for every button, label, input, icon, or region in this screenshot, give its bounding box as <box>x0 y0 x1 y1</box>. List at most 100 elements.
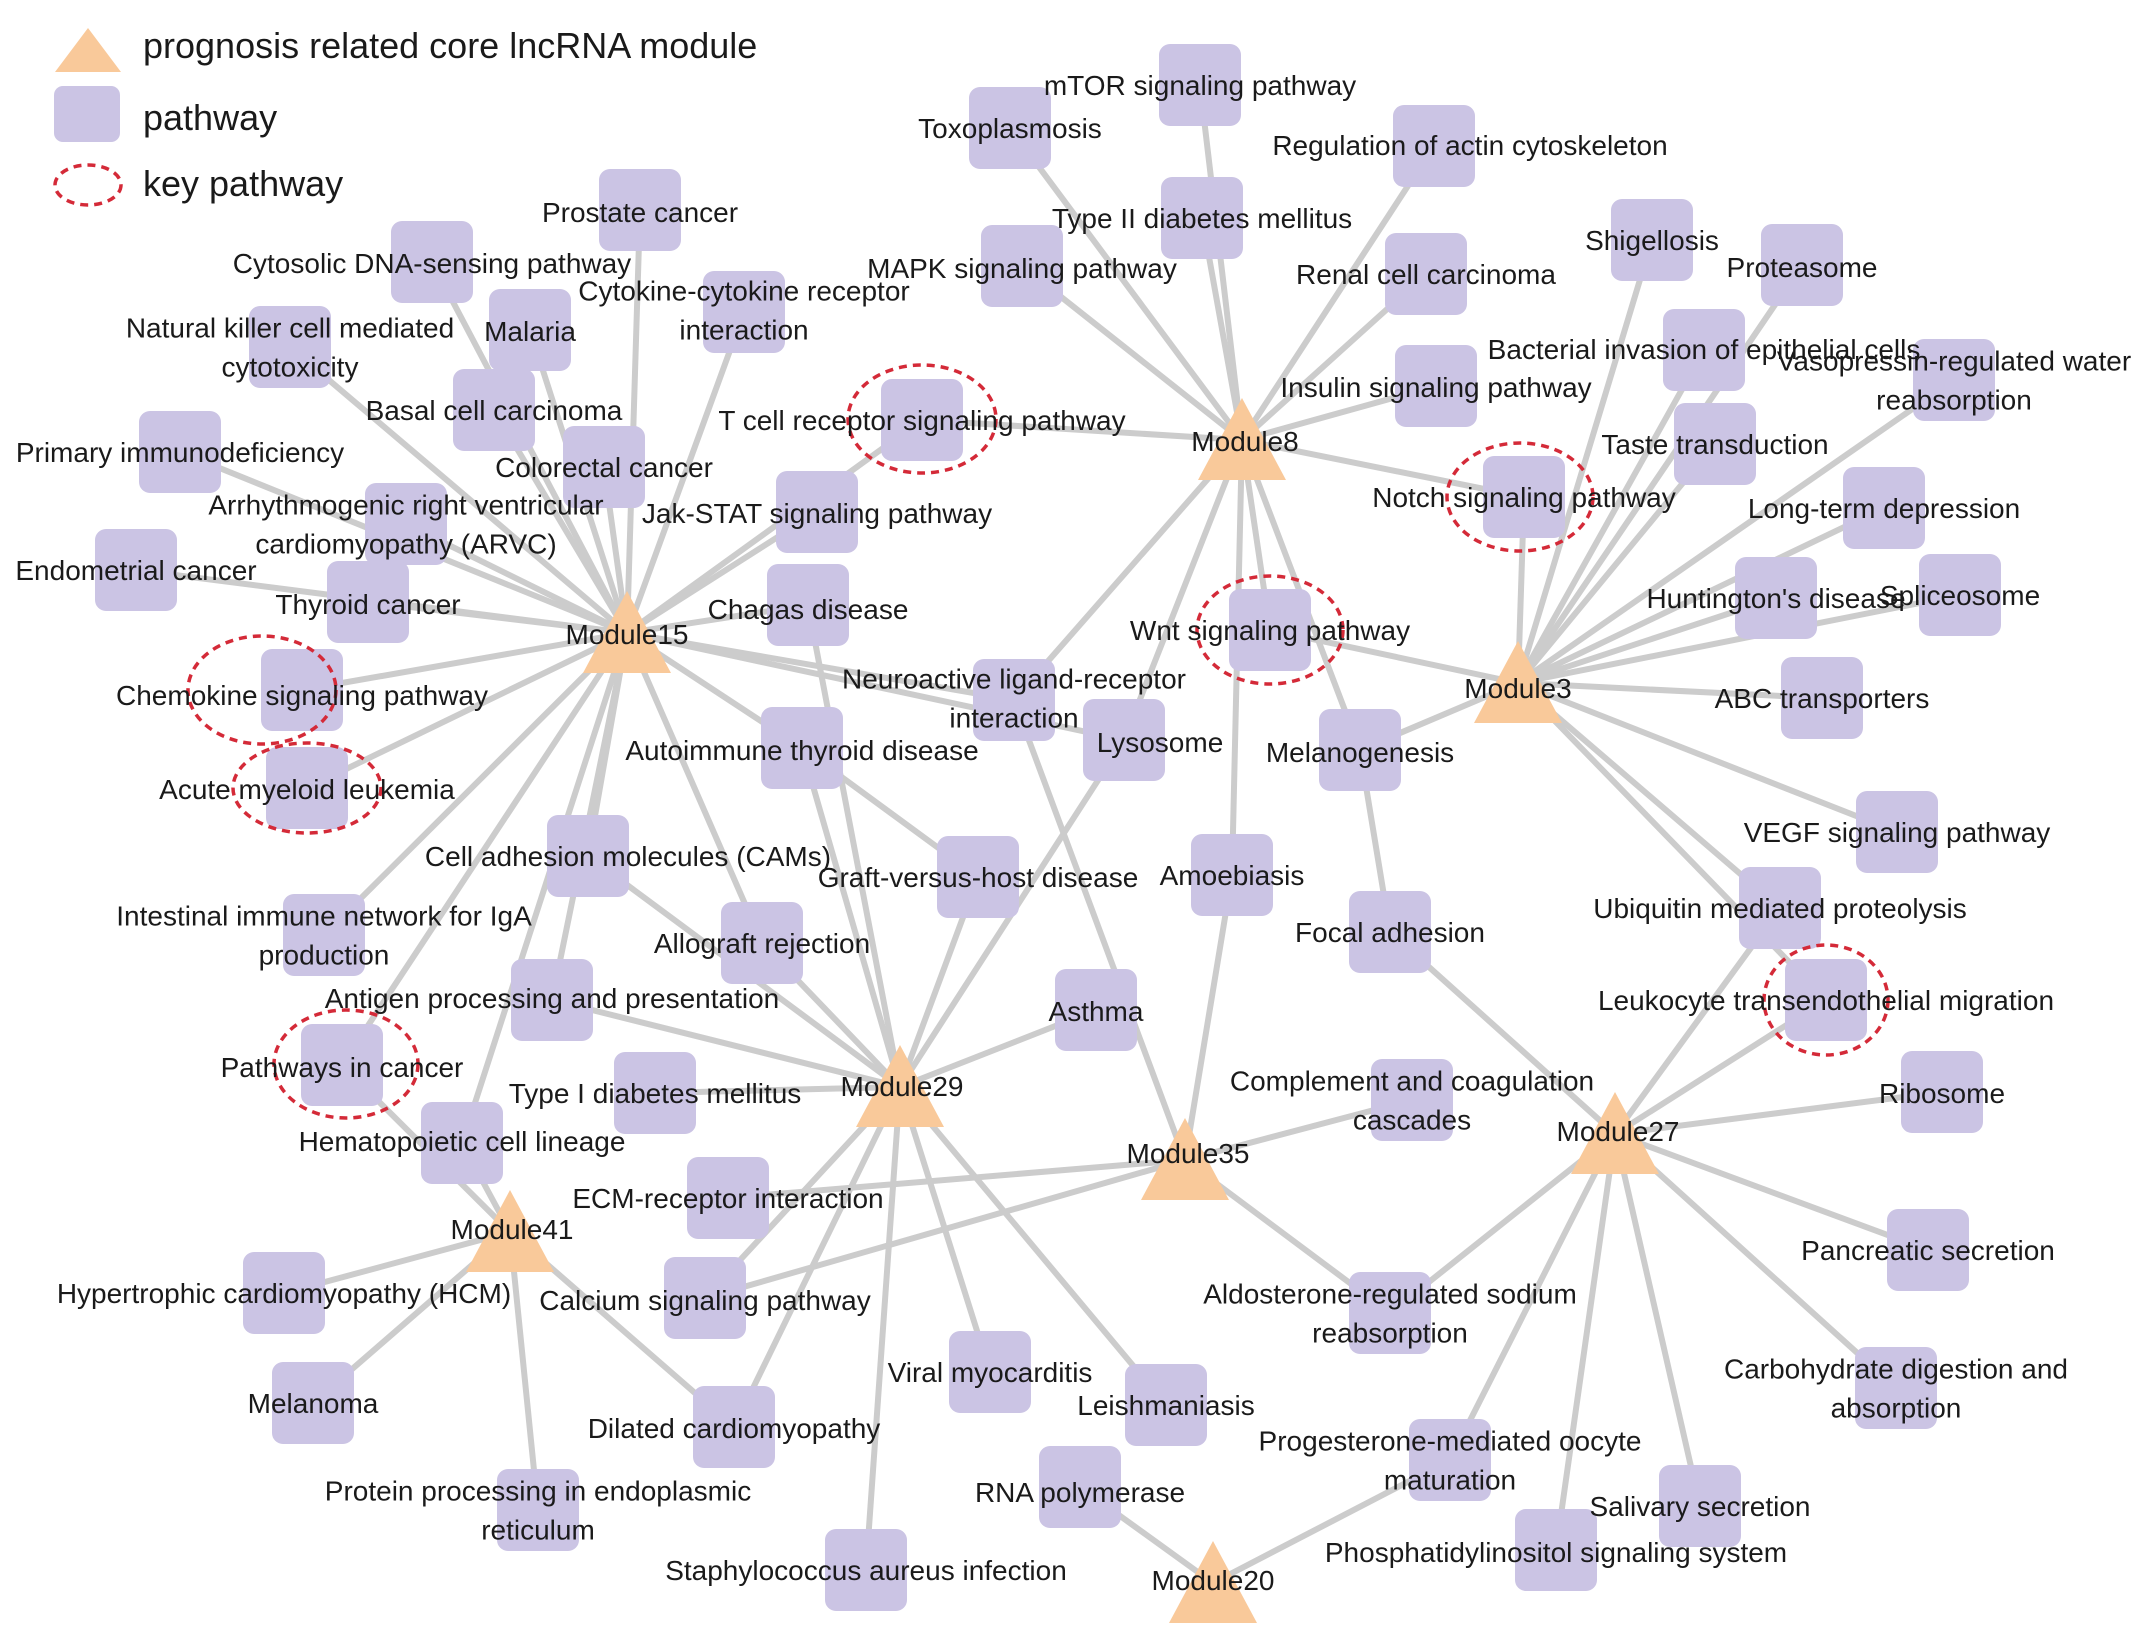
pathway-label-p26: Lysosome <box>1097 727 1224 758</box>
key-pathway-ring-p23 <box>231 741 383 835</box>
pathway-label-p51: Pathways in cancer <box>221 1052 464 1083</box>
pathway-node-p56 <box>243 1252 325 1334</box>
pathway-node-p69 <box>825 1529 907 1611</box>
edge-M3-p35 <box>1515 505 1887 686</box>
labels-layer: mTOR signaling pathwayToxoplasmosisRegul… <box>15 70 2131 1596</box>
pathway-node-p65 <box>1409 1419 1491 1501</box>
pathway-node-p14 <box>881 379 963 461</box>
pathway-label-p10-line1: Cytokine-cytokine receptor <box>578 276 909 307</box>
pathway-label-p54: Hematopoietic cell lineage <box>299 1126 626 1157</box>
edge-M29-p69 <box>863 1084 903 1573</box>
edge-M3-p31 <box>1515 262 1805 686</box>
module-node-M8 <box>1198 398 1286 480</box>
legend-pathway-square <box>54 86 120 142</box>
pathway-node-p2 <box>969 87 1051 169</box>
edge-M29-p62 <box>897 1084 1169 1408</box>
pathway-node-p70 <box>1515 1509 1597 1591</box>
pathway-label-p39: VEGF signaling pathway <box>1744 817 2051 848</box>
pathway-label-p1: mTOR signaling pathway <box>1044 70 1356 101</box>
pathway-label-p29: Notch signaling pathway <box>1372 482 1676 513</box>
edge-M8-p2 <box>1007 125 1245 443</box>
edge-M29-p21 <box>805 602 903 1090</box>
module-node-M15 <box>583 591 671 673</box>
edge-M3-p38 <box>1515 680 1825 701</box>
edge-M15-p10 <box>624 309 747 636</box>
pathway-node-p8 <box>599 169 681 251</box>
edge-M3-p32 <box>1515 347 1707 686</box>
pathway-label-p22: Chemokine signaling pathway <box>116 680 488 711</box>
pathway-node-p61 <box>949 1331 1031 1413</box>
pathway-node-p13 <box>453 369 535 451</box>
module-label-M20: Module20 <box>1152 1565 1275 1596</box>
edge-M8-p29 <box>1239 437 1527 500</box>
pathway-node-p25 <box>1229 589 1311 671</box>
edge-M15-p8 <box>624 207 643 636</box>
edge-M3-p30 <box>1515 237 1655 686</box>
pathway-label-p65-line2: maturation <box>1384 1465 1516 1496</box>
edge-M3-p40 <box>1515 680 1783 911</box>
pathway-label-p58: Pancreatic secretion <box>1801 1235 2055 1266</box>
pathway-label-p59-line2: reabsorption <box>1312 1318 1468 1349</box>
pathway-node-p41 <box>1785 959 1867 1041</box>
module-label-M35: Module35 <box>1127 1138 1250 1169</box>
pathway-node-p10 <box>703 271 785 353</box>
pathway-node-p38 <box>1781 657 1863 739</box>
pathway-label-p20: Thyroid cancer <box>275 589 460 620</box>
pathway-node-p9 <box>391 221 473 303</box>
key-pathway-ring-p29 <box>1445 441 1595 553</box>
pathway-label-p15: Primary immunodeficiency <box>16 437 344 468</box>
pathway-label-p53-line2: cascades <box>1353 1105 1471 1136</box>
pathway-label-p10-line2: interaction <box>679 315 808 346</box>
pathway-label-p68: Salivary secretion <box>1590 1491 1811 1522</box>
pathway-node-p17 <box>365 483 447 565</box>
edge-M35-p55 <box>725 1157 1188 1201</box>
module-node-M41 <box>466 1190 554 1272</box>
pathway-node-p7 <box>1395 345 1477 427</box>
pathway-node-p11 <box>249 306 331 388</box>
pathway-label-p56: Hypertrophic cardiomyopathy (HCM) <box>57 1278 511 1309</box>
pathway-label-p17-line1: Arrhythmogenic right ventricular <box>208 490 603 521</box>
pathway-node-p37 <box>1919 554 2001 636</box>
pathway-node-p6 <box>1385 233 1467 315</box>
pathway-label-p37: Spliceosome <box>1880 580 2040 611</box>
pathway-node-p59 <box>1349 1272 1431 1354</box>
module-node-M3 <box>1474 641 1562 723</box>
legend-key-ellipse <box>53 163 123 207</box>
pathway-node-p28 <box>761 707 843 789</box>
pathway-node-p60 <box>272 1362 354 1444</box>
edge-M3-p33 <box>1515 377 1957 686</box>
edge-M15-p51 <box>339 630 630 1068</box>
pathway-label-p28: Autoimmune thyroid disease <box>625 735 978 766</box>
key-pathway-ring-p41 <box>1762 943 1890 1057</box>
pathway-label-p44: Graft-versus-host disease <box>818 862 1139 893</box>
pathway-node-p40 <box>1739 867 1821 949</box>
edge-M15-p11 <box>287 344 630 636</box>
pathway-label-p24-line1: Neuroactive ligand-receptor <box>842 664 1186 695</box>
pathway-node-p47 <box>721 902 803 984</box>
pathway-label-p16: Colorectal cancer <box>495 452 713 483</box>
pathway-label-p53-line1: Complement and coagulation <box>1230 1066 1594 1097</box>
pathway-label-p11-line2: cytotoxicity <box>222 352 359 383</box>
edge-M15-p47 <box>624 630 765 946</box>
pathway-node-p22 <box>261 649 343 731</box>
edge-M27-p42 <box>1612 1089 1945 1137</box>
pathway-label-p9: Cytosolic DNA-sensing pathway <box>233 248 631 279</box>
pathway-node-p34 <box>1674 403 1756 485</box>
pathway-label-p5: MAPK signaling pathway <box>867 253 1177 284</box>
pathway-node-p27 <box>1319 709 1401 791</box>
pathway-label-p63-line1: Carbohydrate digestion and <box>1724 1354 2068 1385</box>
pathway-node-p15 <box>139 411 221 493</box>
pathway-node-p3 <box>1393 105 1475 187</box>
pathway-label-p41: Leukocyte transendothelial migration <box>1598 985 2054 1016</box>
pathway-label-p50: Asthma <box>1049 996 1144 1027</box>
edge-M15-p23 <box>304 630 630 791</box>
pathway-label-p17-line2: cardiomyopathy (ARVC) <box>255 529 556 560</box>
pathway-label-p3: Regulation of actin cytoskeleton <box>1272 130 1667 161</box>
module-label-M3: Module3 <box>1464 673 1571 704</box>
pathway-label-p60: Melanoma <box>248 1388 379 1419</box>
modules-layer <box>466 398 1659 1623</box>
pathway-node-p43 <box>547 815 629 897</box>
pathway-label-p11-line1: Natural killer cell mediated <box>126 313 454 344</box>
pathway-node-p44 <box>937 836 1019 918</box>
edge-M8-p24 <box>1011 437 1245 703</box>
